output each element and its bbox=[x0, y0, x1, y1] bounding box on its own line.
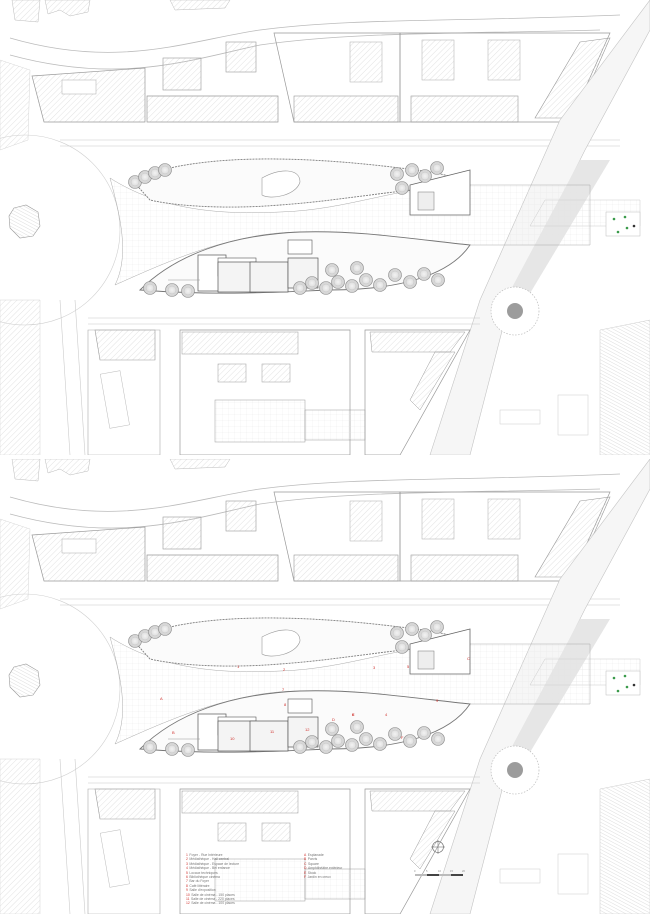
legend-key: 1 bbox=[186, 853, 188, 857]
legend-label: Esplanade bbox=[307, 853, 324, 857]
room-label: E bbox=[352, 712, 355, 717]
panel-divider bbox=[0, 455, 650, 459]
legend-key: 11 bbox=[186, 897, 190, 902]
compass-icon bbox=[431, 840, 445, 854]
legend-key: 12 bbox=[186, 901, 190, 906]
room-label: A bbox=[160, 696, 163, 701]
room-label: 1 bbox=[237, 664, 240, 669]
room-label: 11 bbox=[270, 729, 275, 734]
room-label: 7 bbox=[282, 687, 285, 692]
site-plan-drawing bbox=[0, 0, 650, 455]
scale-tick: 0 bbox=[414, 870, 416, 873]
legend-key: F bbox=[304, 875, 307, 880]
legend-label: Salle de cinéma - 220 places bbox=[191, 897, 235, 902]
legend-key: 3 bbox=[186, 861, 188, 866]
room-label: 4 bbox=[385, 712, 388, 717]
legend-key: E bbox=[304, 870, 307, 875]
room-label: 8 bbox=[284, 702, 287, 707]
legend-key: B bbox=[304, 857, 307, 862]
room-label: 3 bbox=[373, 665, 376, 670]
scale-bar-ticks: 0 5 10 15 20 bbox=[414, 870, 465, 873]
legend-key: 9 bbox=[186, 888, 188, 893]
legend-key: 5 bbox=[186, 870, 188, 875]
room-label: F bbox=[401, 735, 404, 740]
scale-tick: 5 bbox=[426, 870, 428, 873]
legend-label: Médiathèque - Espace de lecture bbox=[189, 861, 240, 866]
site-plan-top bbox=[0, 0, 650, 455]
room-label: 2 bbox=[283, 667, 286, 672]
legend-label: Médiathèque - Bel enfance bbox=[189, 866, 230, 871]
legend-key: 10 bbox=[186, 892, 190, 897]
legend-label: Amphithéâtre extérieur bbox=[307, 866, 343, 871]
room-label: 9 bbox=[436, 698, 439, 703]
legend-label: Médiathèque - Hall central bbox=[189, 857, 229, 862]
room-label: 10 bbox=[230, 736, 235, 741]
legend-key: C bbox=[304, 861, 307, 866]
room-label: 5 bbox=[407, 664, 410, 669]
room-label: C bbox=[467, 656, 470, 661]
legend-key: 7 bbox=[186, 879, 188, 884]
legend-label: Locaux techniques bbox=[189, 870, 218, 875]
legend-key: 6 bbox=[186, 875, 188, 880]
site-plan-drawing-labeled bbox=[0, 459, 650, 914]
scale-tick: 20 bbox=[462, 870, 465, 873]
legend-label: Salle de cinéma - 150 places bbox=[191, 892, 235, 897]
room-label: B bbox=[172, 730, 175, 735]
legend-label: Salle de cinéma - 100 places bbox=[191, 901, 235, 906]
legend-key: 2 bbox=[186, 857, 188, 862]
room-label: D bbox=[332, 717, 335, 722]
legend-key: D bbox=[304, 866, 307, 871]
room-label: 12 bbox=[305, 727, 310, 732]
legend-label: Stock bbox=[307, 870, 317, 875]
legend-label: Parvis bbox=[307, 857, 318, 862]
legend-label: Foyer - Rue Intérieure bbox=[189, 853, 223, 857]
scale-tick: 15 bbox=[450, 870, 453, 873]
room-label: 6 bbox=[352, 712, 355, 717]
scale-tick: 10 bbox=[438, 870, 441, 873]
legend-label: Bibliothèque cinéma bbox=[189, 875, 220, 880]
legend-label: Café littéraire bbox=[189, 883, 210, 888]
legend-label: Square bbox=[307, 861, 319, 866]
legend-key: 4 bbox=[186, 866, 188, 871]
legend-key: A bbox=[304, 853, 307, 857]
legend-label: Bar du Foyer bbox=[189, 879, 209, 884]
legend-label: Salle d'exposition bbox=[189, 888, 216, 893]
legend-label: Jardin en creux bbox=[307, 875, 331, 880]
scale-bar: 0 5 10 15 20 bbox=[414, 870, 465, 878]
legend-key: 8 bbox=[186, 883, 188, 888]
site-plan-bottom bbox=[0, 459, 650, 919]
